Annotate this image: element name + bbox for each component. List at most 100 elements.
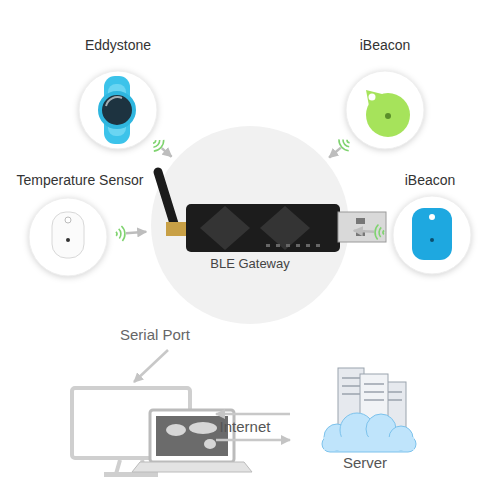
node-label: Temperature Sensor [0,172,160,188]
ibeacon-tag-illustration [429,214,435,220]
usb-dongle-illustration [276,244,280,247]
signal-arrow [162,148,172,157]
server-node: Server [318,358,418,476]
computer-illustration [189,422,217,434]
sensor-tag-illustration [52,212,84,258]
node-label: Eddystone [38,37,198,53]
computer-illustration [150,410,234,462]
ibeacon-tag-illustration [412,208,452,260]
usb-dongle-illustration [356,230,365,236]
node-label: BLE Gateway [150,257,350,272]
node-outline [78,70,158,150]
computer-illustration [156,416,228,456]
signal-wave [343,140,349,147]
computer-illustration [72,388,190,458]
beacon-device: iBeacon [392,195,472,275]
wristband-illustration [106,97,122,106]
sensor-tag-illustration [66,238,70,242]
computer-illustration [204,439,216,449]
link-label: Internet [200,418,290,435]
node-outline [28,197,108,277]
server-illustration [340,413,374,447]
server-illustration [389,426,413,450]
signal-arrow [126,232,146,233]
signal-wave [153,140,156,143]
signal-arrow [354,231,374,232]
ibeacon-tag-illustration [412,208,452,260]
node-circle [151,126,349,324]
usb-dongle-illustration [166,222,188,236]
signal-waves [153,140,164,151]
signal-waves [375,225,384,240]
sensor-device: Temperature Sensor [28,197,108,277]
usb-dongle-illustration [260,206,310,250]
usb-dongle-illustration [158,172,176,230]
computer-illustration [104,472,158,477]
node-circle [29,198,107,276]
server-illustration [324,437,414,450]
wristband-illustration [104,76,130,144]
serial-arrow [134,350,168,382]
usb-dongle-illustration [316,244,320,247]
usb-dongle-illustration [200,206,250,250]
node-label: Server [315,454,415,471]
signal-waves [116,226,125,241]
usb-dongle-illustration [266,244,270,247]
usb-dongle-illustration [356,218,365,224]
wristband-illustration [100,76,134,144]
signal-wave [115,232,118,236]
usb-dongle-illustration [286,244,290,247]
usb-dongle-illustration [338,212,386,242]
node-circle [393,196,471,274]
beacon-device: iBeacon [345,70,425,150]
node-label: iBeacon [350,172,500,188]
ibeacon-tag-illustration [385,113,391,119]
server-illustration [342,378,402,400]
signal-wave [379,227,381,237]
signal-wave [121,226,124,241]
server-illustration [322,436,416,452]
signal-wave [339,139,349,150]
server-illustration [338,368,364,426]
ibeacon-tag-illustration [369,94,376,101]
server-illustration [324,424,350,450]
signal-arrow [329,148,341,158]
signal-wave [119,229,121,239]
signal-wave [375,225,378,240]
wristband-illustration [108,84,126,136]
node-outline [150,125,350,325]
usb-dongle-illustration [306,244,310,247]
ibeacon-tag-illustration [366,90,410,137]
wristband-illustration [100,93,134,127]
signal-waves [339,139,350,150]
ibeacon-tag-illustration [366,93,410,137]
node-circle [79,71,157,149]
signal-wave [153,140,159,147]
usb-dongle-illustration [158,172,386,252]
node-circle [346,71,424,149]
server-illustration [384,382,406,428]
internet-arrow [216,413,290,416]
server-illustration [360,374,388,430]
ibeacon-tag-illustration [430,238,434,242]
signal-wave [154,140,164,151]
usb-dongle-illustration [186,204,340,252]
computer-illustration [132,462,252,472]
node-outline [345,70,425,150]
node-outline [392,195,472,275]
usb-dongle-illustration [296,244,300,247]
internet-arrow [216,439,290,442]
computer-illustration [116,460,146,474]
signal-wave [382,230,385,234]
computer-illustration [166,424,186,436]
link-label: Serial Port [100,326,210,343]
server-illustration [366,414,396,444]
sensor-tag-illustration [52,212,84,258]
node-label: iBeacon [305,37,465,53]
sensor-tag-illustration [65,217,71,223]
signal-wave [347,140,350,143]
beacon-device: Eddystone [78,70,158,150]
